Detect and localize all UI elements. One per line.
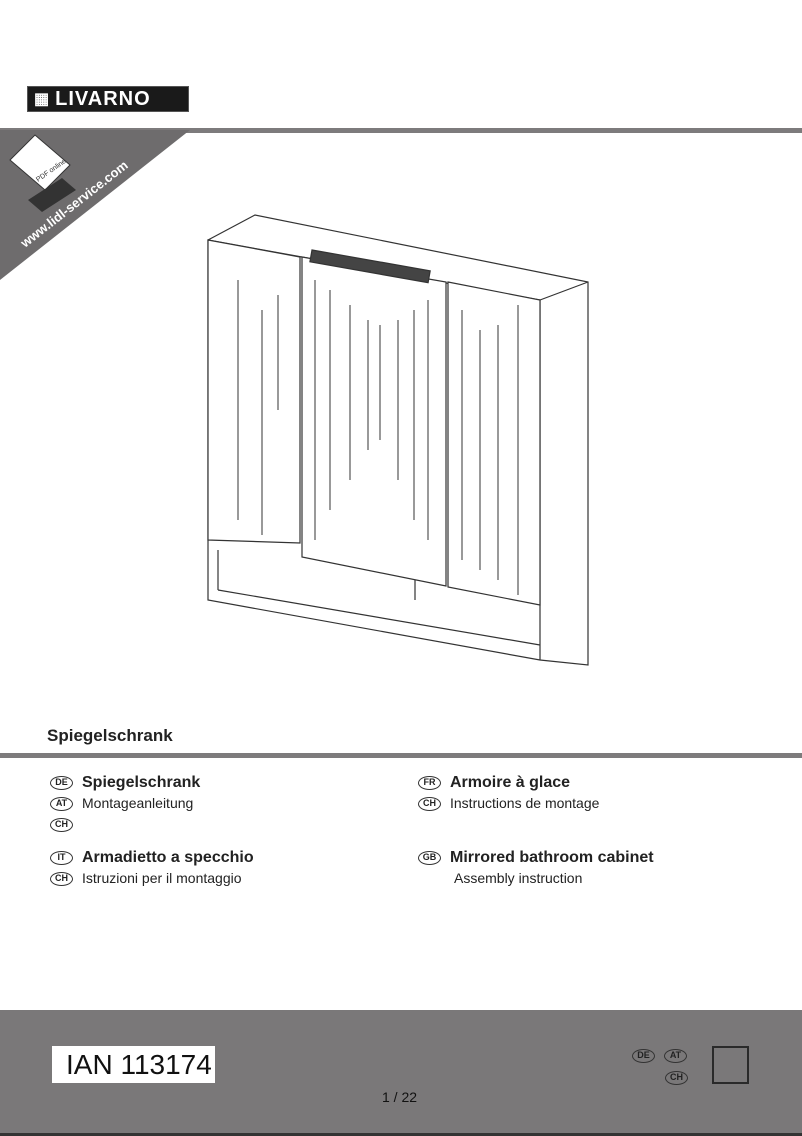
lang-subtitle: Assembly instruction xyxy=(454,870,583,886)
badge-ch: CH xyxy=(50,871,73,886)
ian-number: IAN 113174 xyxy=(52,1046,215,1083)
lang-block-de: DE Spiegelschrank AT Montageanleitung CH xyxy=(50,774,200,834)
footer-country-badges: DE AT CH xyxy=(632,1047,697,1087)
cabinet-illustration xyxy=(207,214,589,666)
lang-block-it: IT Armadietto a specchio CH Istruzioni per… xyxy=(50,849,254,888)
lang-title: Spiegelschrank xyxy=(82,774,201,791)
lang-title: Armadietto a specchio xyxy=(82,849,254,866)
badge-de: DE xyxy=(50,775,73,790)
badge-at: AT xyxy=(50,796,73,811)
livarno-logo: ▦ LIVARNO xyxy=(27,86,189,112)
pdf-online-icon: PDF online xyxy=(9,134,76,212)
lang-subtitle: Istruzioni per il montaggio xyxy=(82,870,242,886)
badge-ch: CH xyxy=(665,1070,688,1085)
lang-subtitle: Instructions de montage xyxy=(450,795,600,811)
top-rule xyxy=(0,128,802,133)
empty-square-box xyxy=(712,1046,749,1084)
badge-it: IT xyxy=(50,850,73,865)
page-number: 1 / 22 xyxy=(382,1089,418,1105)
logo-mark-icon: ▦ xyxy=(34,91,51,108)
badge-fr: FR xyxy=(418,775,441,790)
lang-block-gb: GB Mirrored bathroom cabinet Assembly ins… xyxy=(418,849,654,888)
lang-title: Armoire à glace xyxy=(450,774,571,791)
lang-subtitle: Montageanleitung xyxy=(82,795,194,811)
lang-title: Mirrored bathroom cabinet xyxy=(450,849,654,866)
lang-block-fr: FR Armoire à glace CH Instructions de mont… xyxy=(418,774,599,813)
badge-ch: CH xyxy=(50,817,73,832)
lidl-service-banner[interactable]: PDF online www.lidl-service.com xyxy=(0,130,200,290)
badge-gb: GB xyxy=(418,850,441,865)
middle-rule xyxy=(0,753,802,758)
badge-ch: CH xyxy=(418,796,441,811)
badge-at: AT xyxy=(664,1048,687,1063)
badge-de: DE xyxy=(632,1048,655,1063)
bottom-rule xyxy=(0,1133,802,1136)
product-title: Spiegelschrank xyxy=(47,726,173,745)
